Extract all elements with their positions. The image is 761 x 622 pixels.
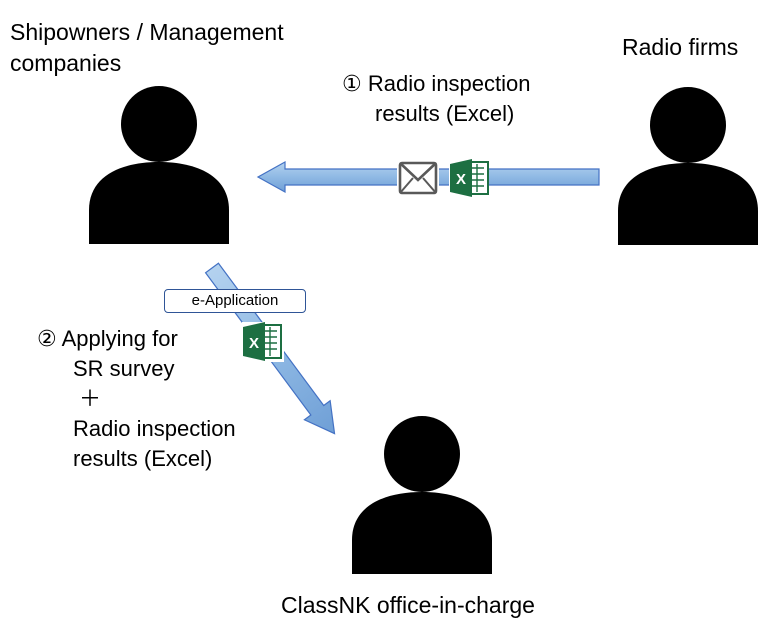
radio-firms-label: Radio firms	[622, 32, 738, 63]
svg-text:X: X	[456, 171, 466, 188]
shipowners-person-icon	[89, 86, 229, 244]
step1-label: ① Radio inspection results (Excel)	[342, 69, 531, 129]
shipowners-label-line: Shipowners / Management	[10, 19, 284, 45]
shipowners-label: Shipowners / Management companies	[10, 17, 284, 79]
envelope-icon	[397, 160, 439, 196]
step2-label-line: ② Applying for	[37, 326, 178, 351]
step1-label-line: results (Excel)	[375, 101, 515, 126]
svg-text:X: X	[249, 335, 259, 352]
excel-icon: X	[449, 159, 489, 197]
radio-firms-label-text: Radio firms	[622, 34, 739, 60]
radio-firms-person-icon	[618, 87, 758, 245]
step2-label-line: Radio inspection	[73, 416, 236, 441]
step1-label-line: ① Radio inspection	[342, 71, 531, 96]
e-application-badge: e-Application	[164, 289, 306, 313]
classnk-label-text: ClassNK office-in-charge	[281, 592, 535, 618]
step2-label-line: results (Excel)	[73, 446, 213, 471]
excel-icon: X	[242, 322, 284, 362]
classnk-label: ClassNK office-in-charge	[281, 590, 535, 621]
classnk-person-icon	[352, 416, 492, 574]
step2-label-line: ＋	[79, 386, 102, 411]
shipowners-label-line: companies	[10, 50, 122, 76]
step2-label: ② Applying for SR survey ＋ Radio inspect…	[37, 324, 236, 474]
step2-label-line: SR survey	[73, 356, 175, 381]
